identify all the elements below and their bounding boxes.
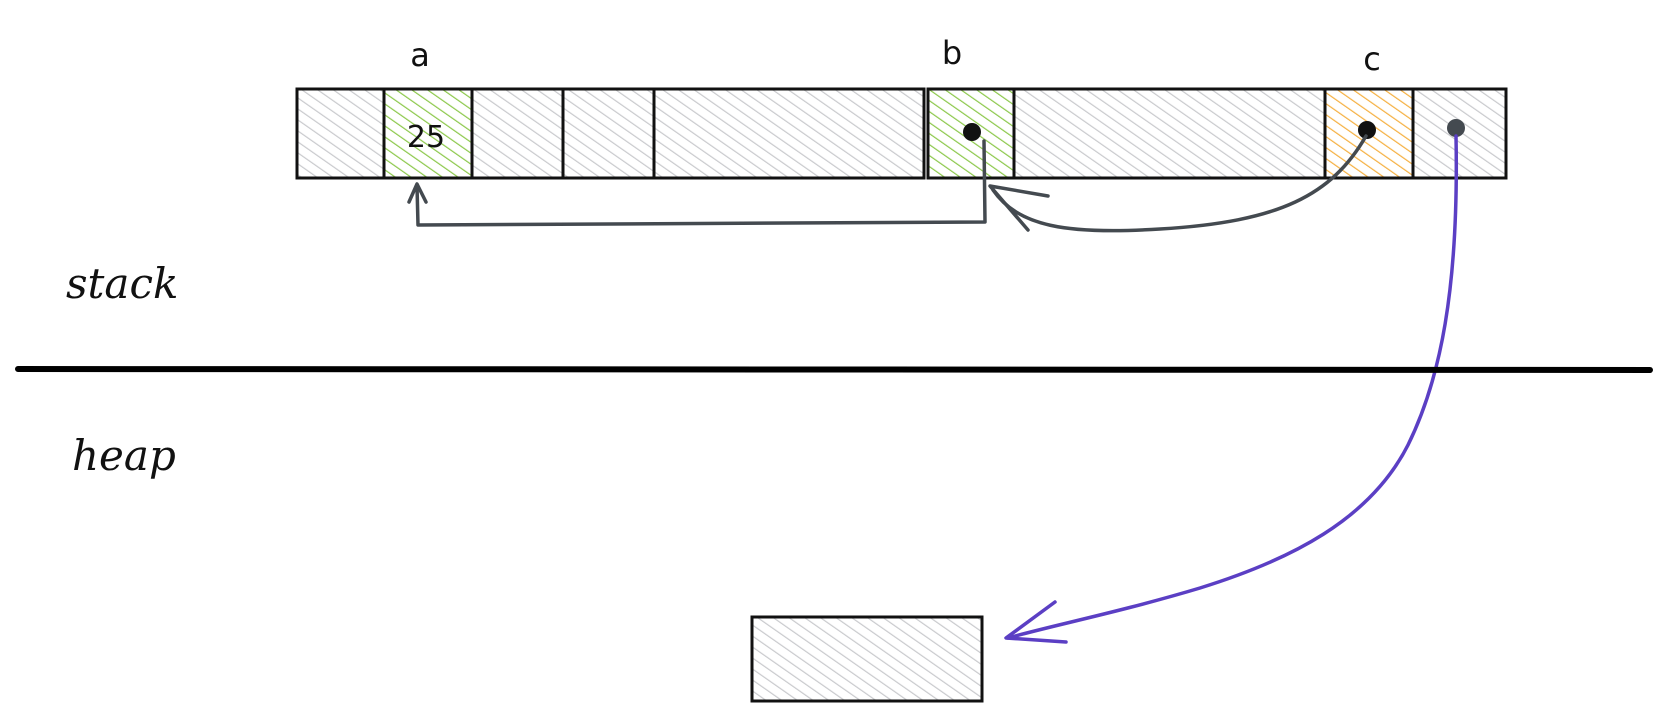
- heap-allocation: [750, 615, 984, 703]
- heap-pointer-arrow: [1004, 134, 1459, 644]
- stack-memory-row: [295, 87, 1508, 180]
- pointer-dot-icon: [1447, 119, 1465, 137]
- variable-c-label: c: [1363, 40, 1381, 78]
- stack-region-label: stack: [66, 259, 178, 308]
- reference-arrow-b-to-a: [407, 139, 987, 227]
- variable-a-label: a: [410, 36, 430, 74]
- heap-region-label: heap: [72, 431, 176, 480]
- stack-cell-wide: [1012, 87, 1327, 180]
- stack-cell: [470, 87, 565, 180]
- pointer-dot-icon: [963, 123, 981, 141]
- stack-cell: [561, 87, 656, 180]
- arrowhead-icon: [407, 182, 428, 204]
- reference-arrow-c-to-b: [988, 134, 1368, 233]
- pointer-dot-icon: [1358, 121, 1376, 139]
- variable-b-label: b: [942, 34, 962, 72]
- stack-cell: [295, 87, 386, 180]
- stack-cell-wide: [652, 87, 926, 180]
- variable-a-value: 25: [407, 120, 445, 155]
- arrowhead-icon: [1004, 600, 1068, 644]
- arrowhead-icon: [988, 184, 1050, 232]
- stack-cell-a: [382, 87, 474, 180]
- stack-heap-divider: [15, 366, 1653, 373]
